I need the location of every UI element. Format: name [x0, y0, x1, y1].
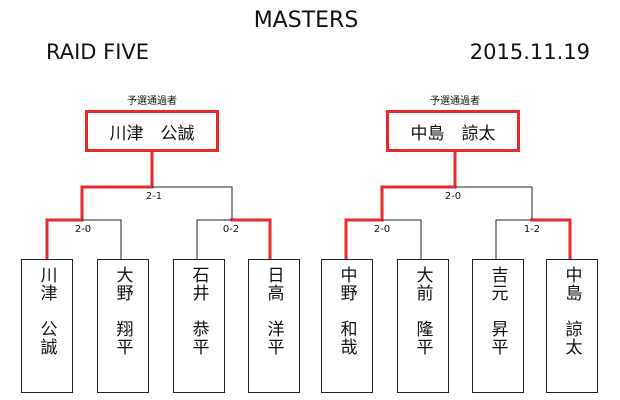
right-semi1-score: 2-0	[373, 224, 391, 235]
right-bracket	[344, 152, 572, 259]
right-final-score: 2-0	[444, 191, 462, 202]
player-name: 中島 諒太	[561, 266, 582, 356]
player-box: 大野 翔平	[97, 259, 149, 393]
left-semi2-win-path	[230, 218, 272, 259]
right-final-win-path	[344, 152, 457, 259]
player-box: 日高 洋平	[248, 259, 300, 393]
player-box: 川津 公誠	[21, 259, 73, 393]
right-final-lose-path	[455, 186, 533, 220]
page-title: MASTERS	[253, 8, 359, 33]
left-winner-box: 川津 公誠	[85, 110, 219, 152]
left-semi2-score: 0-2	[222, 224, 240, 235]
player-name: 大野 翔平	[112, 266, 133, 356]
player-box: 石井 恭平	[173, 259, 225, 393]
right-semi2-score: 1-2	[523, 224, 541, 235]
player-name: 中野 和哉	[336, 266, 357, 356]
event-date: 2015.11.19	[469, 40, 590, 64]
left-final-score: 2-1	[145, 191, 163, 202]
player-name: 川津 公誠	[36, 266, 57, 356]
left-final-win-path	[45, 152, 154, 259]
left-semi1-score: 2-0	[74, 224, 92, 235]
right-semi2-lose-path	[495, 219, 532, 259]
right-semi1-lose-path	[382, 219, 422, 259]
right-winner-name: 中島 諒太	[410, 123, 496, 144]
left-semi1-lose-path	[82, 219, 122, 259]
player-box: 中島 諒太	[546, 259, 598, 393]
event-name: RAID FIVE	[46, 40, 150, 64]
right-semi2-win-path	[530, 218, 572, 259]
player-box: 中野 和哉	[321, 259, 373, 393]
left-qualifier-label: 予選通過者	[127, 96, 177, 107]
right-winner-box: 中島 諒太	[386, 110, 520, 152]
player-name: 吉元 昇平	[487, 266, 508, 356]
player-name: 大前 隆平	[412, 266, 433, 356]
left-final-lose-path	[152, 186, 233, 220]
left-bracket	[45, 152, 272, 259]
player-box: 吉元 昇平	[472, 259, 524, 393]
player-name: 日高 洋平	[263, 266, 284, 356]
player-name: 石井 恭平	[188, 266, 209, 356]
right-qualifier-label: 予選通過者	[430, 96, 480, 107]
left-winner-name: 川津 公誠	[109, 123, 195, 144]
left-semi2-lose-path	[196, 219, 232, 259]
player-box: 大前 隆平	[397, 259, 449, 393]
